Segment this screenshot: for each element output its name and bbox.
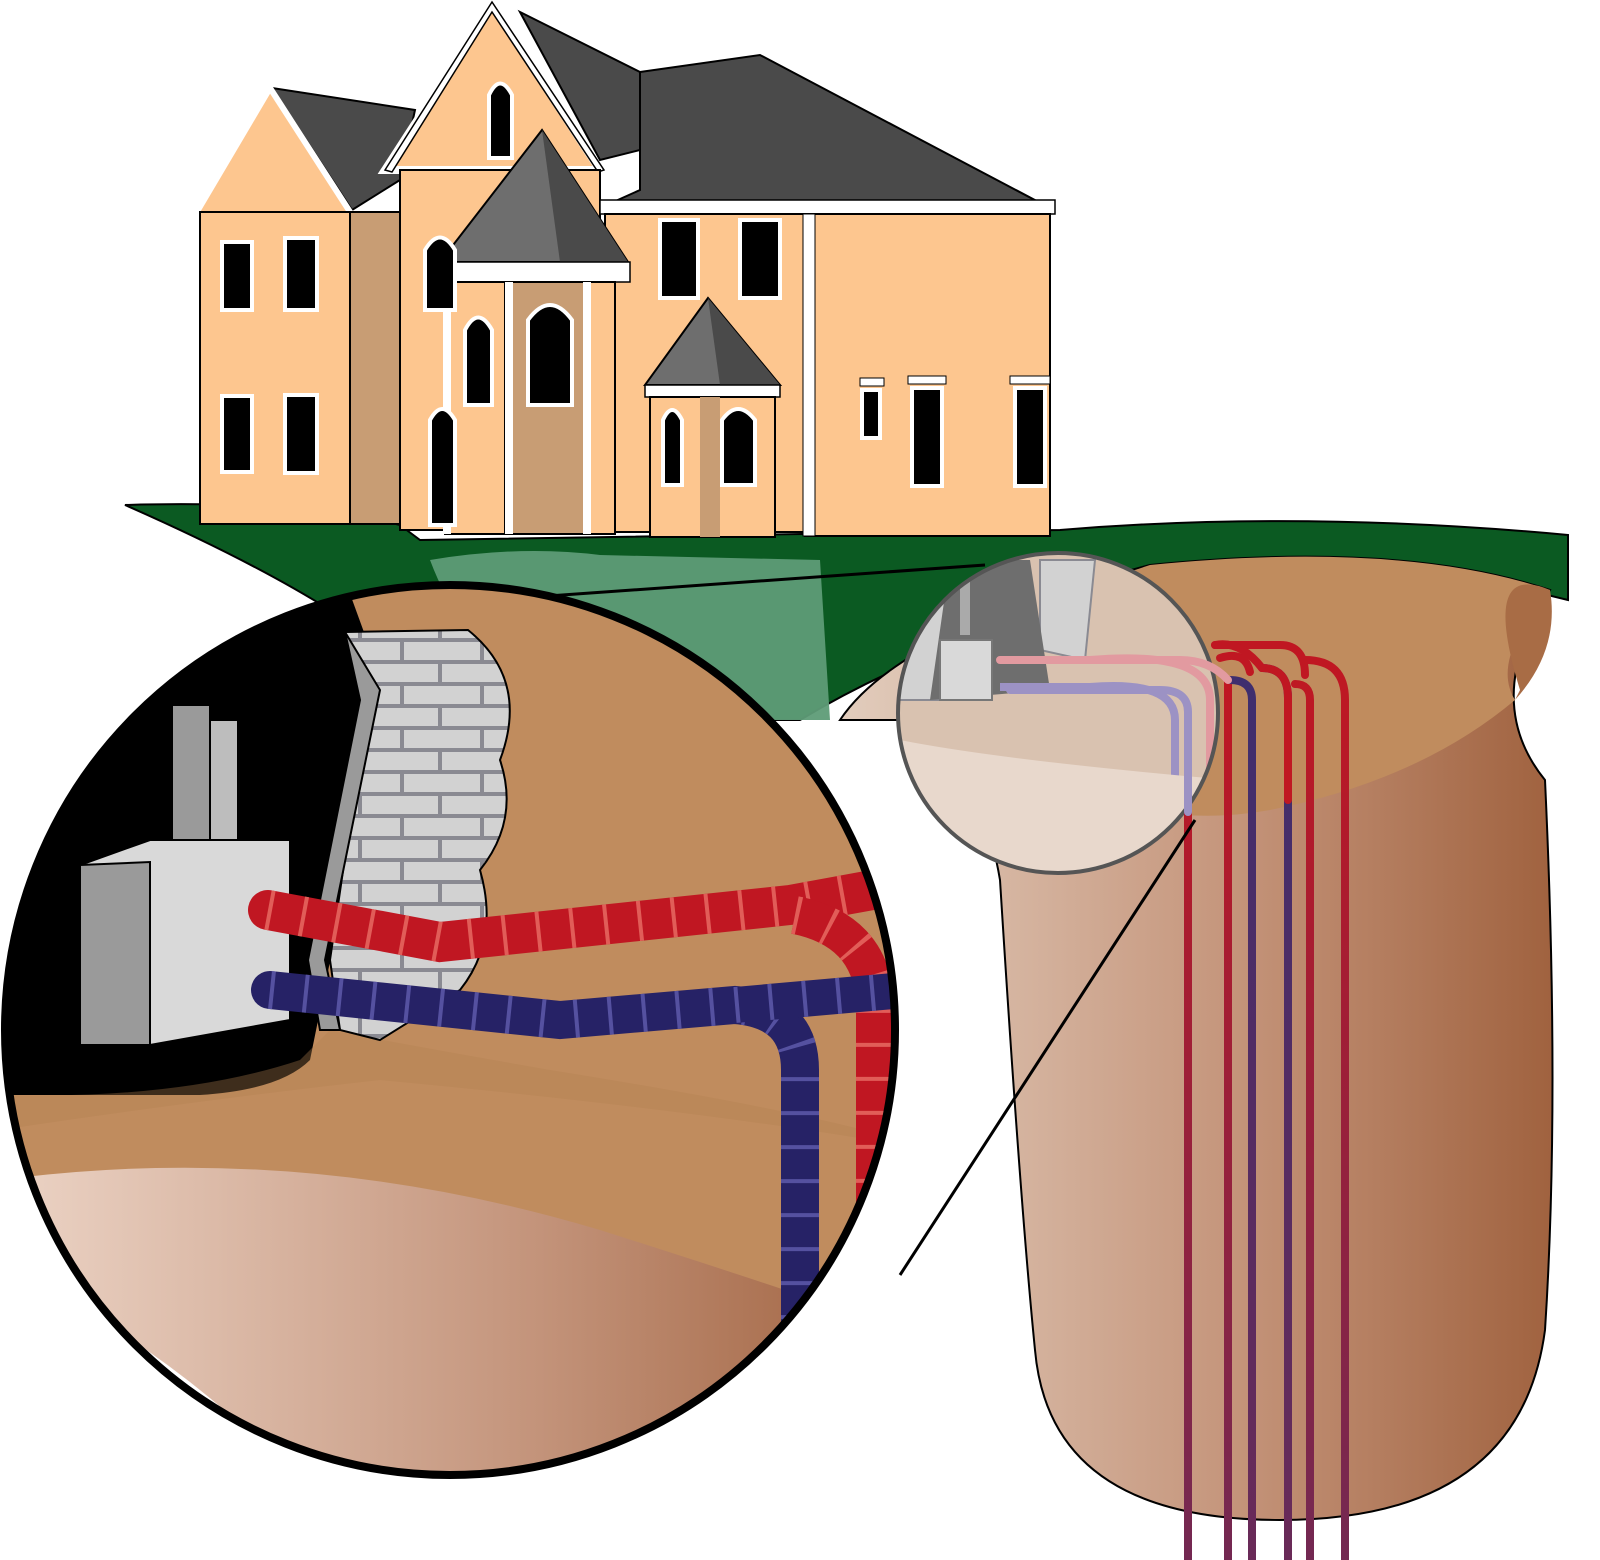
window	[487, 81, 514, 160]
window	[283, 236, 319, 312]
window	[910, 386, 944, 488]
window	[283, 393, 319, 475]
vertical-ground-loop-icon	[996, 640, 1349, 1560]
heat-pump-unit-icon	[939, 639, 993, 701]
window	[1013, 386, 1047, 488]
magnifier-callout-icon	[896, 551, 1220, 875]
doorway	[428, 407, 457, 527]
window	[526, 303, 574, 407]
callout-connector	[519, 563, 1197, 1276]
window	[720, 407, 757, 487]
window	[738, 218, 782, 300]
window	[860, 388, 882, 440]
house-icon	[189, 0, 1056, 538]
window	[658, 218, 700, 300]
window	[220, 240, 254, 312]
window	[661, 408, 684, 487]
window	[423, 235, 457, 312]
window	[220, 394, 254, 474]
magnifier-callout-icon	[1, 581, 899, 1479]
window	[463, 315, 494, 407]
